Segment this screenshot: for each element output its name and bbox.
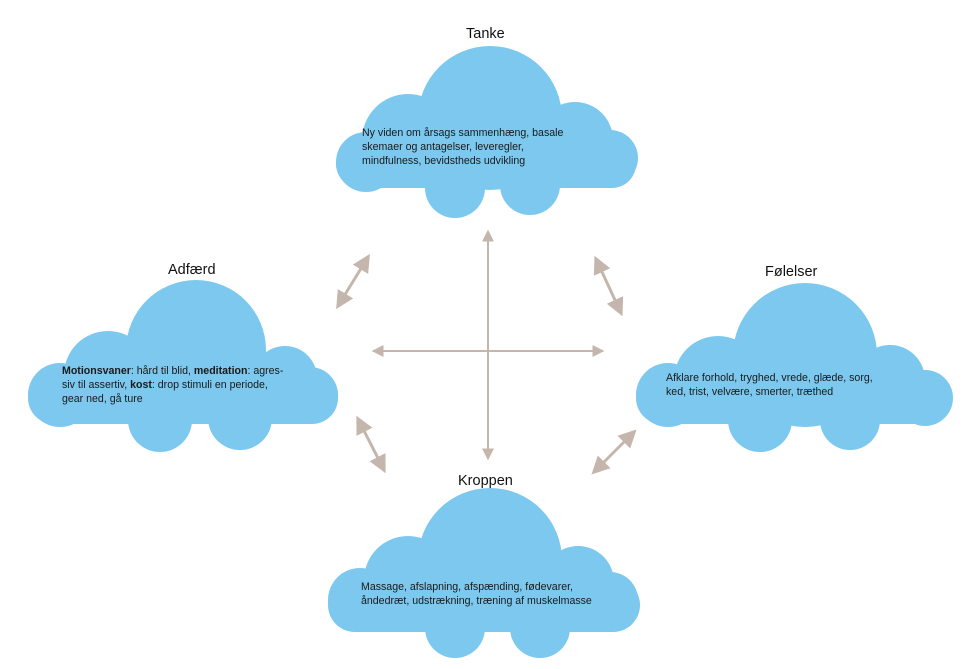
title-folelser: Følelser [765, 264, 818, 280]
text-tanke-line3: mindfulness, bevidstheds udvikling [362, 155, 526, 167]
text-tanke-line2: skemaer og antagelser, leveregler, [362, 141, 524, 153]
text-adfaerd-l2a: siv til assertiv, [62, 379, 131, 391]
text-folelser-line2: ked, trist, velvære, smerter, træthed [666, 386, 834, 398]
text-adfaerd-l1b: : agres- [247, 365, 284, 377]
text-adfaerd-line3: gear ned, gå ture [62, 393, 143, 405]
title-tanke: Tanke [466, 26, 505, 42]
text-tanke: Ny viden om årsags sammenhæng, basale sk… [362, 126, 563, 168]
arrow-adfaerd-tanke [336, 253, 370, 310]
title-adfaerd: Adfærd [168, 262, 216, 278]
text-adfaerd-line1: Motionsvaner: hård til blid, meditation:… [62, 364, 283, 378]
bold-kost: kost [130, 379, 152, 391]
arrow-adfaerd-kroppen [356, 415, 386, 474]
text-adfaerd-line2: siv til assertiv, kost: drop stimuli en … [62, 378, 283, 392]
text-tanke-line1: Ny viden om årsags sammenhæng, basale [362, 127, 564, 139]
arrow-tanke-folelser [593, 255, 624, 317]
text-kroppen: Massage, afslapning, afspænding, fødevar… [361, 580, 592, 608]
cloud-folelser [636, 283, 953, 452]
text-kroppen-line2: åndedræt, udstrækning, træning af muskel… [361, 595, 592, 607]
bold-meditation: meditation [193, 365, 248, 377]
cloud-tanke [336, 46, 638, 218]
text-kroppen-line1: Massage, afslapning, afspænding, fødevar… [361, 581, 573, 593]
text-adfaerd-l2b: : drop stimuli en periode, [151, 379, 268, 391]
bold-motionsvaner: Motionsvaner [62, 365, 131, 377]
text-folelser-line1: Afklare forhold, tryghed, vrede, glæde, … [666, 372, 873, 384]
arrow-kroppen-folelser [591, 429, 637, 475]
text-adfaerd-l1a: : hård til blid, [130, 365, 194, 377]
text-adfaerd: Motionsvaner: hård til blid, meditation:… [62, 364, 283, 406]
cloud-kroppen [328, 488, 640, 658]
title-kroppen: Kroppen [458, 473, 513, 489]
cloud-adfaerd [28, 280, 338, 452]
text-folelser: Afklare forhold, tryghed, vrede, glæde, … [666, 371, 873, 399]
